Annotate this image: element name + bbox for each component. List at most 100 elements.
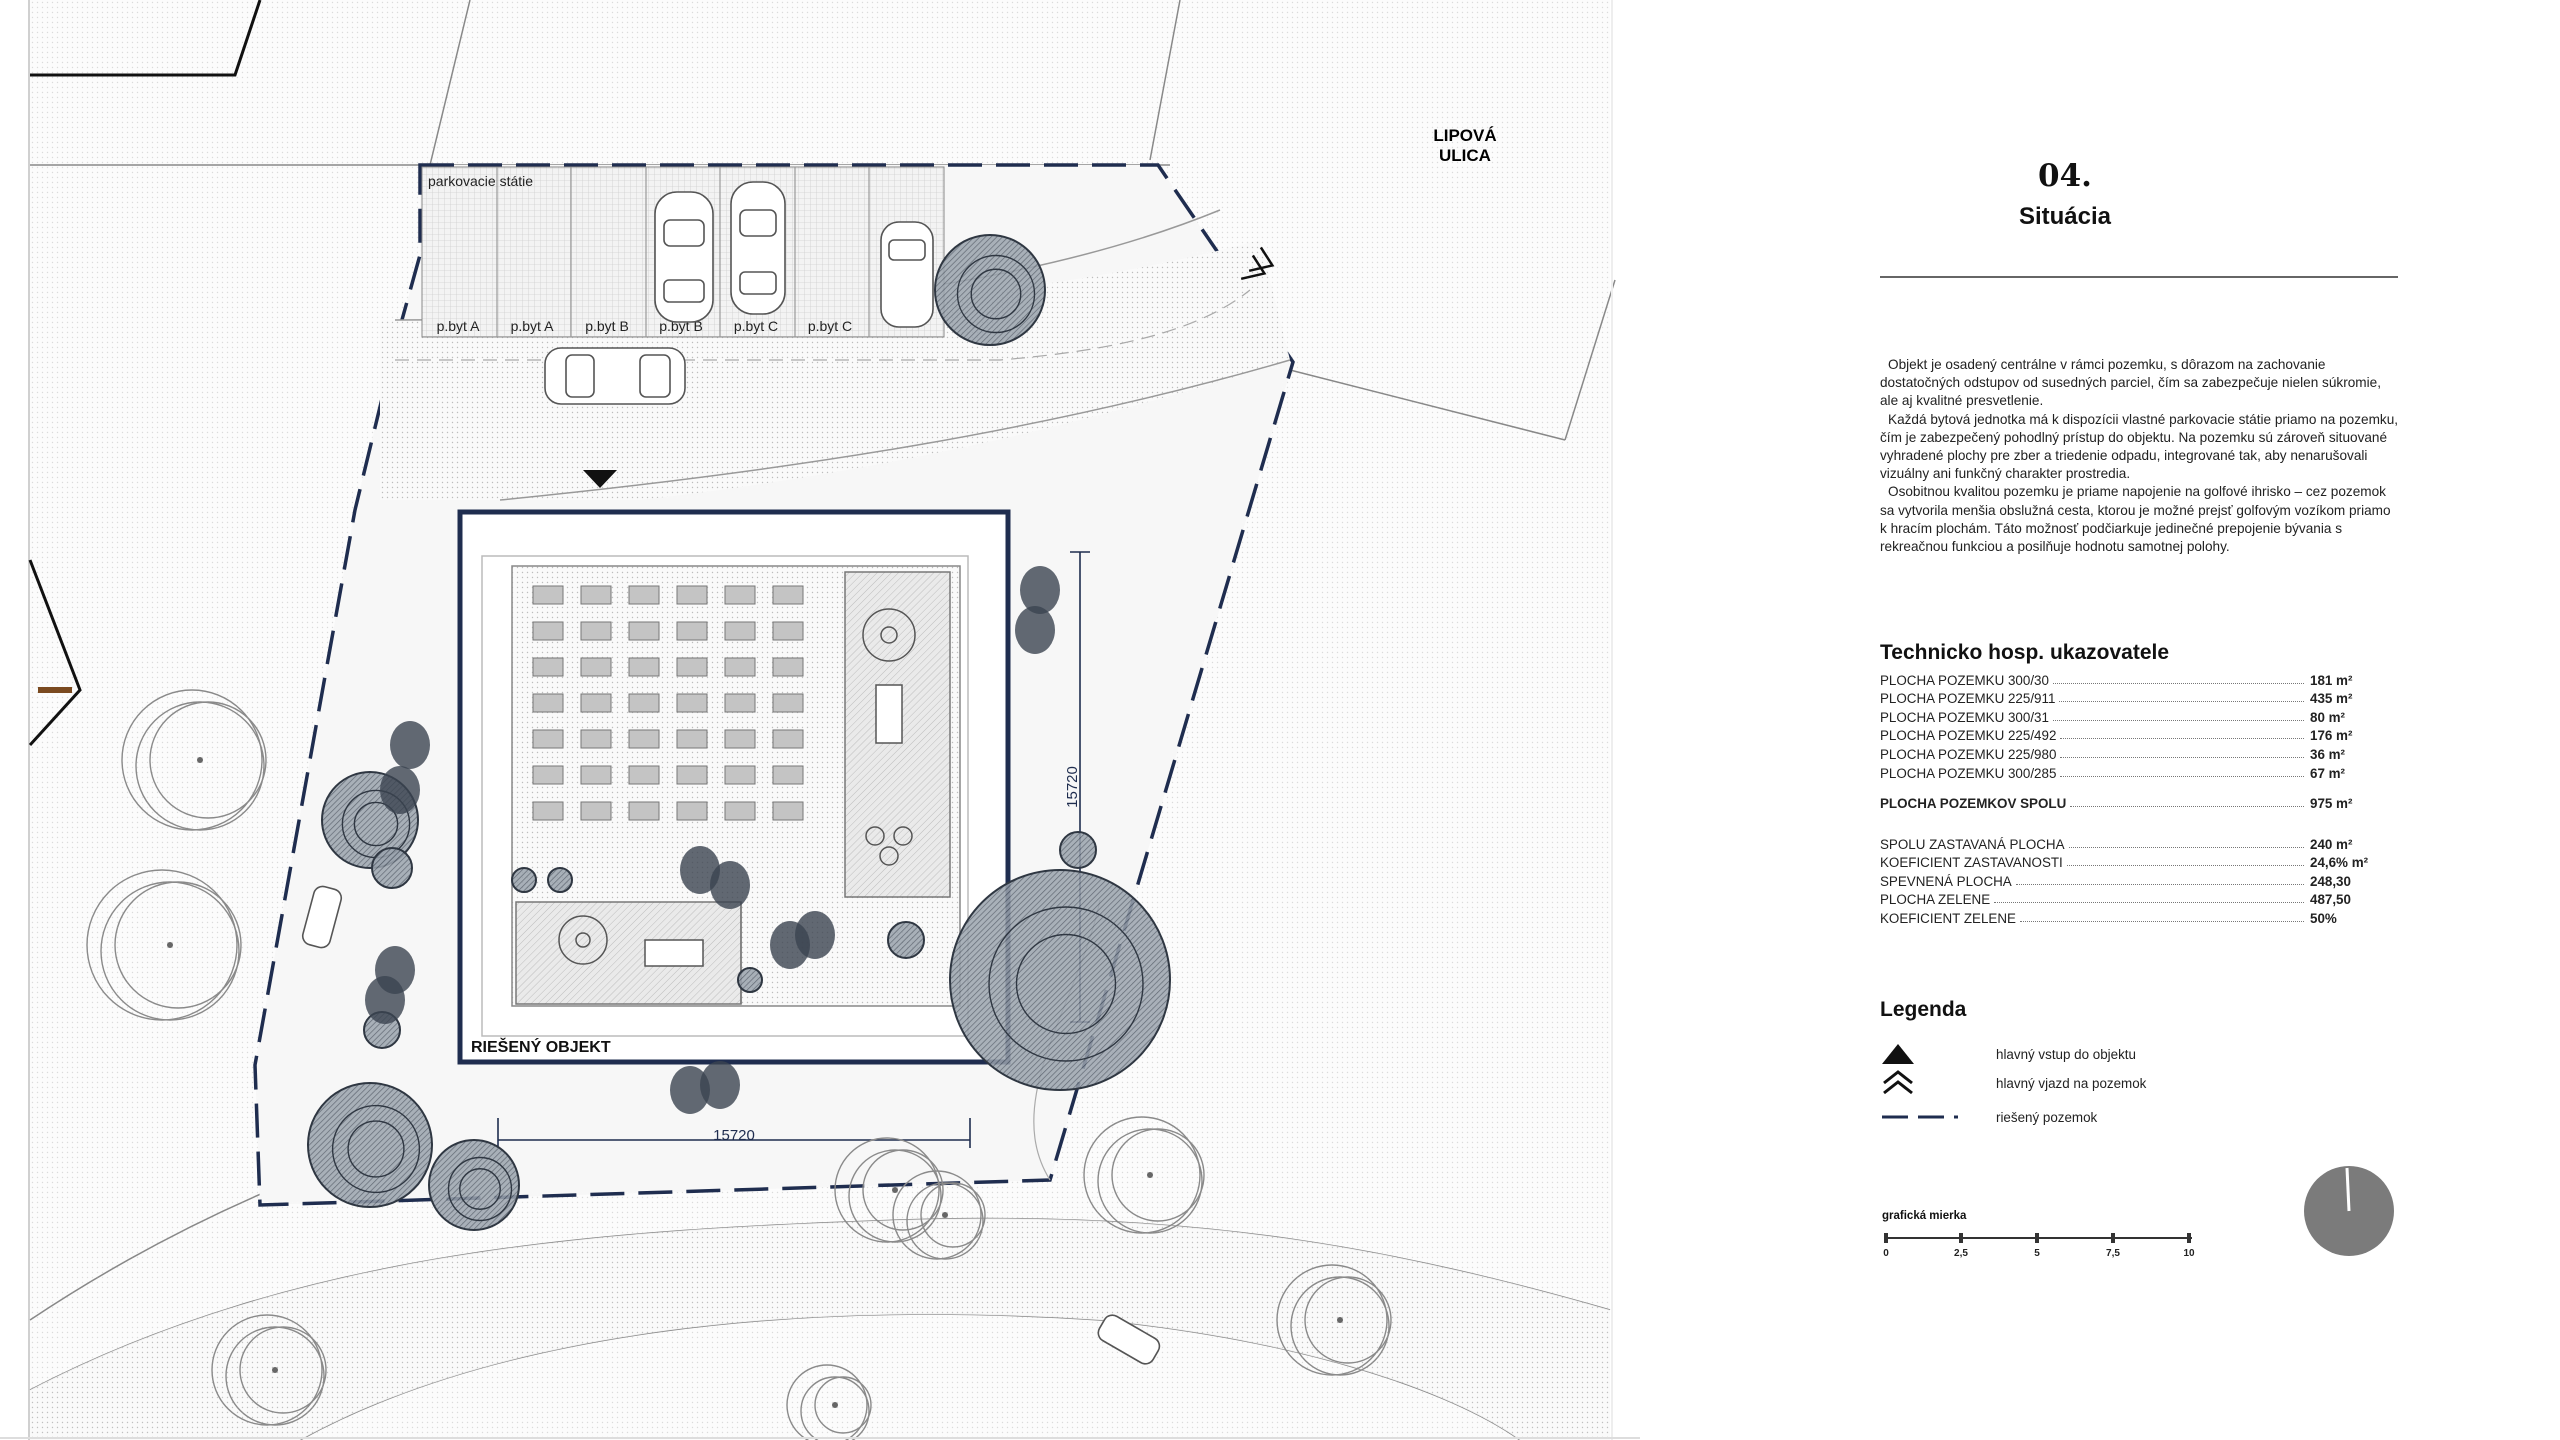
paver-tile bbox=[772, 621, 804, 641]
paver-tile bbox=[772, 801, 804, 821]
tree-icon bbox=[211, 1314, 327, 1426]
tree-canopy-icon bbox=[428, 1139, 520, 1231]
main-entrance-icon bbox=[583, 470, 617, 488]
building: RIEŠENÝ OBJEKT bbox=[457, 509, 1011, 1065]
paver-tile bbox=[532, 657, 564, 677]
car-icon bbox=[880, 221, 934, 328]
tree-canopy-icon bbox=[737, 967, 763, 993]
tree-canopy-icon bbox=[547, 867, 573, 893]
parking-area: parkovacie státie p.byt A p.byt A p.byt … bbox=[301, 166, 1161, 1365]
shrub-icon bbox=[390, 721, 430, 769]
intro-text: Objekt je osadený centrálne v rámci poze… bbox=[1880, 356, 2400, 556]
shrub-icon bbox=[1020, 566, 1060, 614]
shrub-icon bbox=[700, 1061, 740, 1109]
shrub-icon bbox=[365, 976, 405, 1024]
tree-icon bbox=[121, 689, 267, 831]
paver-tile bbox=[724, 693, 756, 713]
car-icon bbox=[1097, 1314, 1161, 1365]
paver-tile bbox=[580, 729, 612, 749]
scale-tick: 10 bbox=[2183, 1248, 2195, 1259]
paver-tile bbox=[772, 765, 804, 785]
tree-canopy-icon bbox=[887, 921, 925, 959]
parking-label: parkovacie státie bbox=[428, 173, 533, 189]
paver-tile bbox=[580, 765, 612, 785]
sheet-number: 04. bbox=[2038, 158, 2092, 194]
scale-bar: 0 2,5 5 7,5 10 bbox=[1883, 1233, 2195, 1259]
paver-tile bbox=[772, 585, 804, 605]
paver-tile bbox=[676, 801, 708, 821]
legend-heading: Legenda bbox=[1880, 998, 1967, 1021]
paver-tile bbox=[724, 657, 756, 677]
paver-tile bbox=[772, 729, 804, 749]
paver-tile bbox=[772, 693, 804, 713]
paver-tile bbox=[532, 693, 564, 713]
tree-icon bbox=[86, 869, 242, 1021]
intro-paragraph: Osobitnou kvalitou pozemku je priame nap… bbox=[1880, 484, 2391, 555]
paver-tile bbox=[532, 765, 564, 785]
parking-spot-label: p.byt B bbox=[585, 318, 629, 334]
legend-item: hlavný vjazd na pozemok bbox=[1880, 1069, 2400, 1097]
intro-paragraph: Objekt je osadený centrálne v rámci poze… bbox=[1880, 357, 2381, 409]
paver-tile bbox=[676, 729, 708, 749]
paver-tile bbox=[724, 801, 756, 821]
paver-tile bbox=[772, 657, 804, 677]
shrub-icon bbox=[670, 1066, 710, 1114]
legend-item: riešený pozemok bbox=[1880, 1103, 2400, 1131]
paver-tile bbox=[580, 585, 612, 605]
parking-spot-label: p.byt C bbox=[734, 318, 778, 334]
shrub-icon bbox=[680, 846, 720, 894]
dimension-horizontal-label: 15720 bbox=[713, 1127, 755, 1144]
info-panel: 04. Situácia Objekt je osadený centrálne… bbox=[1880, 0, 2420, 1440]
legend-label: riešený pozemok bbox=[1996, 1110, 2098, 1125]
graphic-scale: grafická mierka 0 2,5 5 7,5 10 bbox=[1880, 1210, 2240, 1260]
parking-spot-label: p.byt C bbox=[808, 318, 852, 334]
scale-tick: 2,5 bbox=[1954, 1248, 1968, 1259]
parking-spot-label: p.byt A bbox=[437, 318, 480, 334]
paver-tile bbox=[628, 693, 660, 713]
paver-tile bbox=[628, 765, 660, 785]
paver-tile bbox=[724, 729, 756, 749]
site-plan: parkovacie státie p.byt A p.byt A p.byt … bbox=[0, 0, 1640, 1440]
legend-item: hlavný vstup do objektu bbox=[1880, 1040, 2400, 1068]
scale-tick: 0 bbox=[1883, 1248, 1889, 1259]
paver-tile bbox=[532, 801, 564, 821]
paver-tile bbox=[628, 621, 660, 641]
tree-canopy-icon bbox=[934, 234, 1046, 346]
tree-canopy-icon bbox=[511, 867, 537, 893]
paver-tile bbox=[580, 657, 612, 677]
dimension-vertical-label: 15720 bbox=[1064, 766, 1081, 808]
sheet-title: Situácia bbox=[2018, 203, 2112, 230]
street-name: LIPOVÁ bbox=[1433, 126, 1496, 145]
paver-tile bbox=[628, 585, 660, 605]
triangle-entrance-icon bbox=[1882, 1044, 1914, 1064]
tree-canopy-icon bbox=[1059, 831, 1097, 869]
paver-tile bbox=[724, 585, 756, 605]
paver-tile bbox=[724, 621, 756, 641]
tree-icon bbox=[786, 1364, 872, 1440]
paver-tile bbox=[580, 693, 612, 713]
scale-title: grafická mierka bbox=[1882, 1210, 1967, 1222]
tree-icon bbox=[1276, 1264, 1392, 1376]
shrub-icon bbox=[710, 861, 750, 909]
intro-paragraph: Každá bytová jednotka má k dispozícii vl… bbox=[1880, 411, 2399, 482]
paver-tile bbox=[580, 801, 612, 821]
tree-canopy-icon bbox=[371, 847, 413, 889]
legend-label: hlavný vstup do objektu bbox=[1996, 1047, 2136, 1062]
paver-tile bbox=[724, 765, 756, 785]
tree-canopy-icon bbox=[949, 869, 1171, 1091]
paver-tile bbox=[580, 621, 612, 641]
object-label: RIEŠENÝ OBJEKT bbox=[471, 1037, 611, 1056]
paver-tile bbox=[676, 693, 708, 713]
